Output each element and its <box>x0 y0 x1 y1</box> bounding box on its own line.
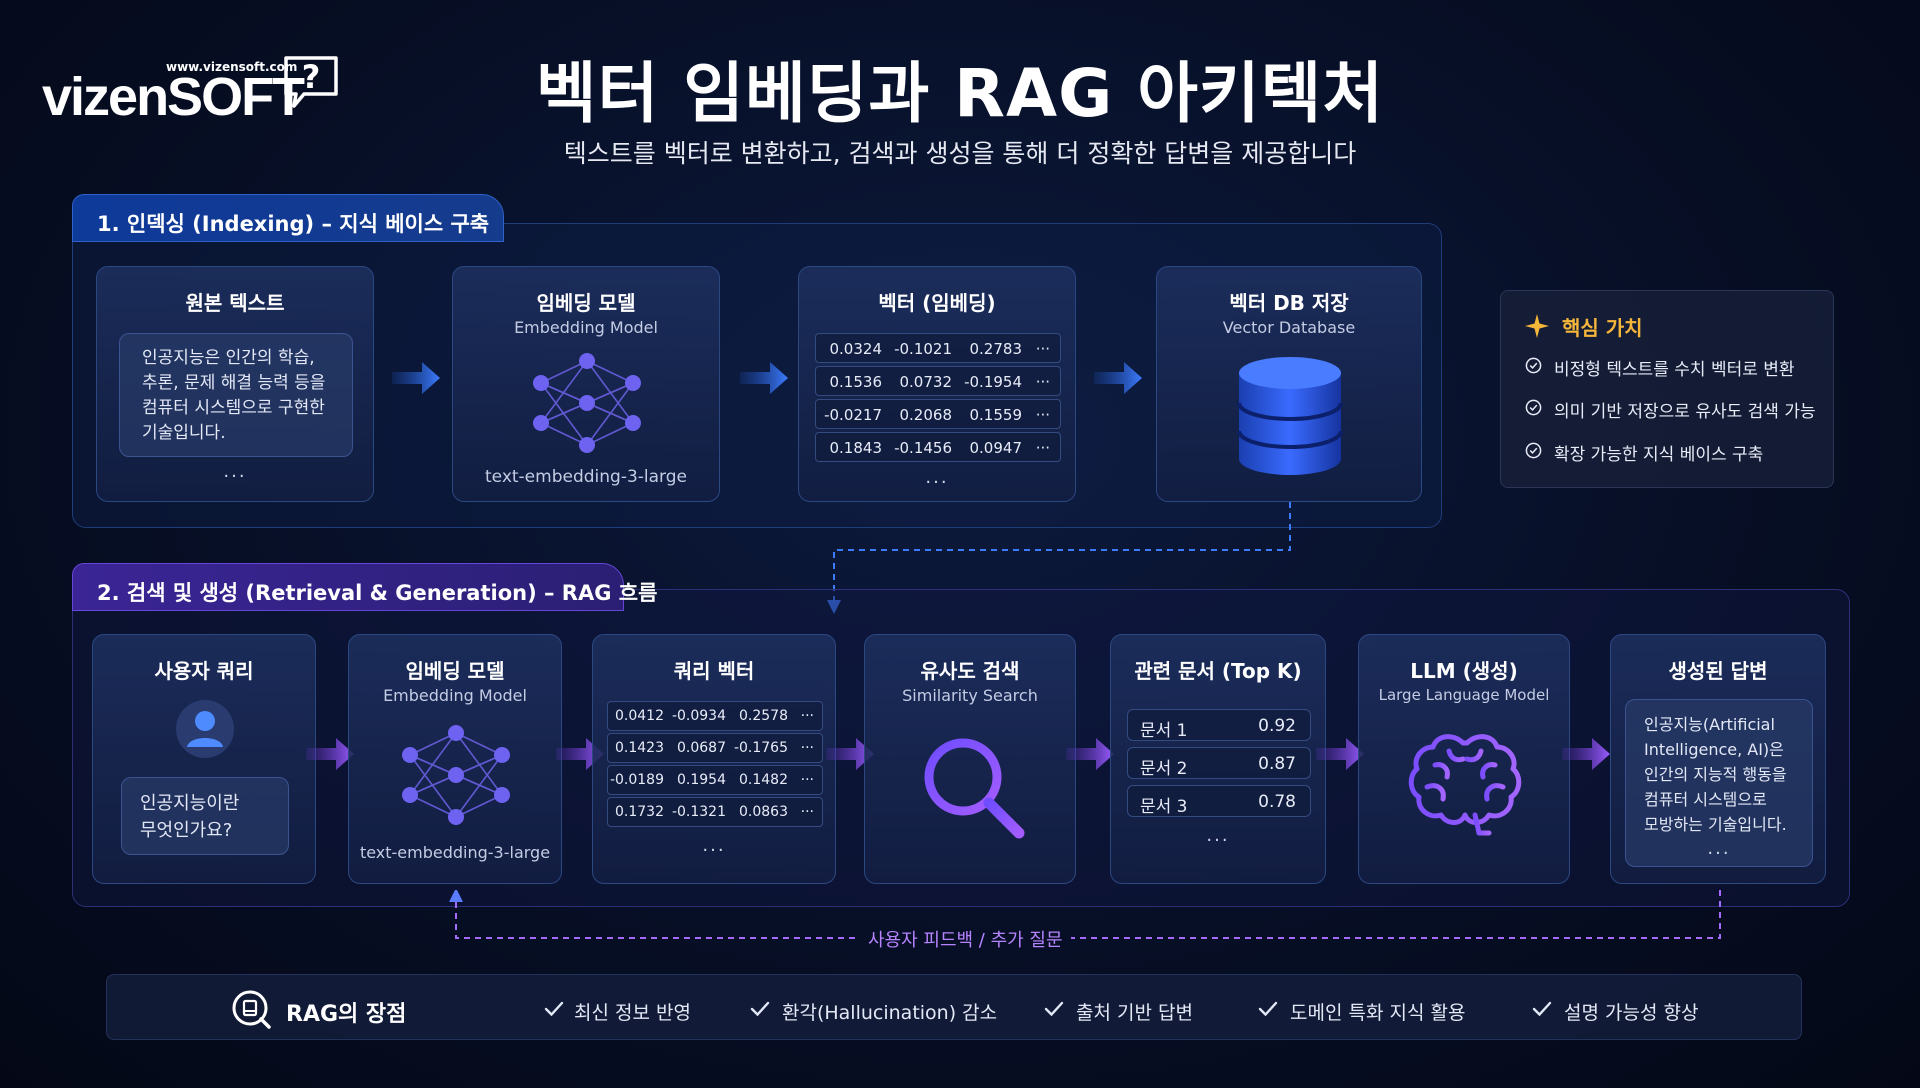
logo-question-bubble-icon: ? <box>284 56 338 108</box>
arrow-right-icon <box>1094 362 1142 394</box>
core-value-item: 확장 가능한 지식 베이스 구축 <box>1554 445 1764 465</box>
rag-embedding-model-subtitle: Embedding Model <box>383 686 527 705</box>
user-query-text: 인공지능이란 무엇인가요? <box>140 793 240 841</box>
advantage-item: 출처 기반 답변 <box>1076 1002 1193 1024</box>
source-text-title: 원본 텍스트 <box>185 291 285 315</box>
feedback-loop-line <box>449 890 1721 939</box>
advantages-bar <box>106 974 1802 1040</box>
advantage-item: 최신 정보 반영 <box>574 1002 691 1024</box>
llm-subtitle: Large Language Model <box>1378 686 1550 704</box>
rag-search-icon <box>232 990 271 1029</box>
arrow-right-icon <box>1316 738 1364 770</box>
advantages-title: RAG의 장점 <box>286 1002 407 1027</box>
similarity-search-subtitle: Similarity Search <box>902 686 1038 705</box>
arrow-right-icon <box>740 362 788 394</box>
arrow-right-icon <box>306 738 354 770</box>
rag-embedding-model-name: text-embedding-3-large <box>359 843 551 862</box>
related-docs-title: 관련 문서 (Top K) <box>1134 659 1302 683</box>
page-subtitle: 텍스트를 벡터로 변환하고, 검색과 생성을 통해 더 정확한 답변을 제공합니… <box>563 139 1357 168</box>
embedding-model-subtitle: Embedding Model <box>514 318 658 337</box>
check-icon <box>1044 1001 1064 1017</box>
vector-title: 벡터 (임베딩) <box>878 291 996 315</box>
vector-db-card: 벡터 DB 저장 Vector Database <box>1156 266 1422 502</box>
check-circle-icon <box>1525 442 1542 459</box>
core-value-panel <box>1500 290 1834 488</box>
logo-mark: ? <box>302 58 321 96</box>
logo-wordmark: vizenSOFT <box>42 67 305 127</box>
advantage-item: 도메인 특화 지식 활용 <box>1290 1002 1466 1024</box>
page-title: 벡터 임베딩과 RAG 아키텍처 <box>535 55 1385 132</box>
query-vector-more: ... <box>702 835 726 856</box>
arrow-right-icon <box>392 362 440 394</box>
core-value-item: 비정형 텍스트를 수치 벡터로 변환 <box>1554 360 1795 380</box>
user-query-title: 사용자 쿼리 <box>154 659 254 683</box>
user-query-card: 사용자 쿼리 인공지능이란 무엇인가요? <box>92 634 316 884</box>
source-text-content: 인공지능은 인간의 학습, 추론, 문제 해결 능력 등을 컴퓨터 시스템으로 … <box>142 348 326 443</box>
generated-answer-box: 인공지능(Artificial Intelligence, AI)은 인간의 지… <box>1625 699 1813 867</box>
check-circle-icon <box>1525 357 1542 374</box>
user-icon <box>176 700 234 758</box>
brain-icon <box>1408 734 1522 836</box>
related-docs-more: ... <box>1206 825 1230 846</box>
generated-answer-title: 생성된 답변 <box>1668 659 1768 683</box>
rag-tab: 2. 검색 및 생성 (Retrieval & Generation) – RA… <box>72 563 657 611</box>
check-icon <box>1258 1001 1278 1017</box>
neural-network-icon <box>402 725 510 825</box>
arrow-right-icon <box>1562 738 1610 770</box>
vector-more: ... <box>925 467 949 488</box>
source-text-more: ... <box>223 461 247 482</box>
vector-db-title: 벡터 DB 저장 <box>1229 291 1349 315</box>
core-value-item: 의미 기반 저장으로 유사도 검색 가능 <box>1554 402 1816 422</box>
advantage-item: 설명 가능성 향상 <box>1564 1002 1699 1024</box>
database-icon <box>1237 357 1343 475</box>
neural-network-icon <box>533 353 641 453</box>
generated-answer-card: 생성된 답변 인공지능(Artificial Intelligence, AI)… <box>1610 634 1826 884</box>
rag-embedding-model-card: 임베딩 모델 Embedding Model text-embedding-3-… <box>348 634 562 884</box>
arrow-right-icon <box>1066 738 1114 770</box>
feedback-label: 사용자 피드백 / 추가 질문 <box>860 926 1071 952</box>
query-vector-title: 쿼리 벡터 <box>673 659 755 683</box>
generated-answer-more: ... <box>1707 838 1731 859</box>
arrow-right-icon <box>826 738 874 770</box>
indexing-tab: 1. 인덱싱 (Indexing) – 지식 베이스 구축 <box>72 194 504 242</box>
generated-answer-text: 인공지능(Artificial Intelligence, AI)은 인간의 지… <box>1644 715 1787 834</box>
advantage-item: 환각(Hallucination) 감소 <box>782 1002 998 1024</box>
rag-embedding-model-title: 임베딩 모델 <box>405 659 505 683</box>
embedding-model-card: 임베딩 모델 Embedding Model text-embedding-3-… <box>452 266 720 502</box>
check-icon <box>750 1001 770 1017</box>
user-query-bubble: 인공지능이란 무엇인가요? <box>121 777 289 855</box>
magnifier-icon <box>924 738 1025 839</box>
llm-title: LLM (생성) <box>1410 659 1518 683</box>
check-circle-icon <box>1525 399 1542 416</box>
check-icon <box>1532 1001 1552 1017</box>
core-value-title: 핵심 가치 <box>1562 316 1643 340</box>
vector-db-subtitle: Vector Database <box>1222 318 1356 337</box>
llm-card: LLM (생성) Large Language Model <box>1358 634 1570 884</box>
check-icon <box>544 1001 564 1017</box>
sparkle-icon <box>1525 314 1549 338</box>
source-text-card: 원본 텍스트 인공지능은 인간의 학습, 추론, 문제 해결 능력 등을 컴퓨터… <box>96 266 374 502</box>
db-connector-line <box>827 502 1291 614</box>
similarity-search-title: 유사도 검색 <box>920 659 1020 683</box>
logo-url: www.vizensoft.com <box>166 60 298 74</box>
embedding-model-name: text-embedding-3-large <box>485 467 687 487</box>
source-text-box: 인공지능은 인간의 학습, 추론, 문제 해결 능력 등을 컴퓨터 시스템으로 … <box>119 333 353 457</box>
similarity-search-card: 유사도 검색 Similarity Search <box>864 634 1076 884</box>
embedding-model-title: 임베딩 모델 <box>536 291 636 315</box>
